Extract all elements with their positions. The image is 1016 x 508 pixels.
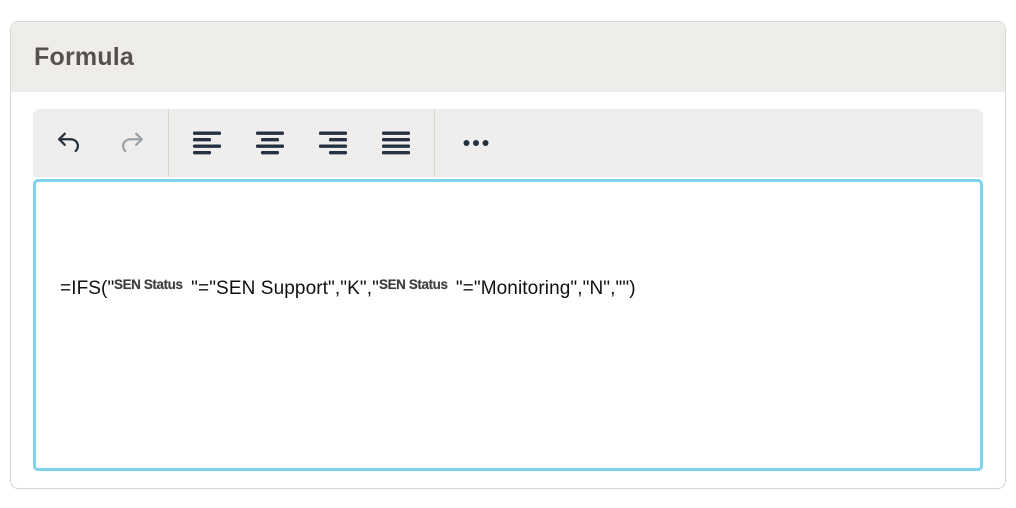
ellipsis-icon bbox=[462, 131, 490, 155]
formula-text: "="SEN Support","K"," bbox=[185, 278, 379, 299]
redo-icon bbox=[118, 129, 146, 157]
formula-text: "="Monitoring","N","") bbox=[450, 278, 636, 299]
more-group bbox=[435, 109, 517, 177]
justify-button[interactable] bbox=[381, 128, 411, 158]
toolbar-separator bbox=[168, 109, 169, 177]
align-right-button[interactable] bbox=[318, 128, 348, 158]
align-center-icon bbox=[256, 131, 284, 155]
align-left-button[interactable] bbox=[192, 128, 222, 158]
alignment-group bbox=[169, 109, 434, 177]
undo-redo-group bbox=[33, 109, 168, 177]
formula-card: Formula bbox=[10, 21, 1006, 489]
undo-icon bbox=[55, 129, 83, 157]
undo-button[interactable] bbox=[54, 128, 84, 158]
formula-content: =IFS("SEN Status "="SEN Support","K","SE… bbox=[60, 273, 956, 305]
toolbar-separator bbox=[434, 109, 435, 177]
formula-editor[interactable]: =IFS("SEN Status "="SEN Support","K","SE… bbox=[33, 179, 983, 471]
align-left-icon bbox=[193, 131, 221, 155]
align-right-icon bbox=[319, 131, 347, 155]
align-center-button[interactable] bbox=[255, 128, 285, 158]
field-token: SEN Status bbox=[378, 276, 448, 292]
more-options-button[interactable] bbox=[461, 128, 491, 158]
formula-text: =IFS(" bbox=[60, 278, 115, 299]
card-body: =IFS("SEN Status "="SEN Support","K","SE… bbox=[11, 92, 1005, 491]
page-title: Formula bbox=[34, 42, 135, 71]
card-header: Formula bbox=[11, 22, 1005, 92]
editor-toolbar bbox=[33, 109, 983, 177]
justify-icon bbox=[382, 131, 410, 155]
field-token: SEN Status bbox=[114, 276, 183, 292]
redo-button[interactable] bbox=[117, 128, 147, 158]
